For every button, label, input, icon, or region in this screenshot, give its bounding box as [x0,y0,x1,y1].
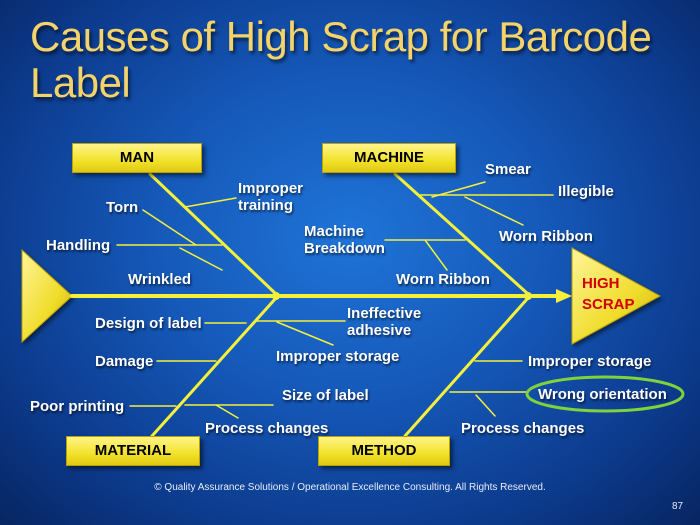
cause-label: Ineffective adhesive [347,305,422,339]
cause-label: Process changes [205,420,329,437]
effect-line-1: HIGH [582,275,620,292]
category-machine: MACHINE [322,143,456,173]
cause-label: Size of label [282,387,369,404]
cause-label: Torn [106,199,139,216]
bone-man [148,172,278,296]
spine-arrowhead [556,289,572,303]
cause-label: Design of label [95,315,202,332]
category-material: MATERIAL [66,436,200,466]
bone-machine [393,172,530,296]
cause-label: Poor printing [30,398,125,415]
highlighted-cause-label: Wrong orientation [538,386,667,403]
tail-shape [21,248,73,344]
effect-label: HIGH SCRAP [582,273,635,315]
cause-label: Process changes [461,420,585,437]
cause-label: Wrinkled [128,271,192,288]
cause-label: Worn Ribbon [396,271,490,288]
cause-label: Improper training [238,180,304,214]
bone-method [403,296,530,438]
cause-label: Worn Ribbon [499,228,593,245]
page-number: 87 [672,501,684,512]
cause-label: Handling [46,237,111,254]
copyright-footer: © Quality Assurance Solutions / Operatio… [154,482,546,493]
highlight-ring [525,375,685,413]
slide-title: Causes of High Scrap for Barcode Label [30,13,652,106]
effect-line-2: SCRAP [582,296,635,313]
category-method: METHOD [318,436,450,466]
cause-label: Machine Breakdown [304,223,385,257]
cause-label: Smear [485,161,531,178]
cause-label: Damage [95,353,154,370]
cause-label: Improper storage [528,353,652,370]
category-man: MAN [72,143,202,173]
cause-label: Improper storage [276,348,400,365]
cause-label: Illegible [558,183,614,200]
